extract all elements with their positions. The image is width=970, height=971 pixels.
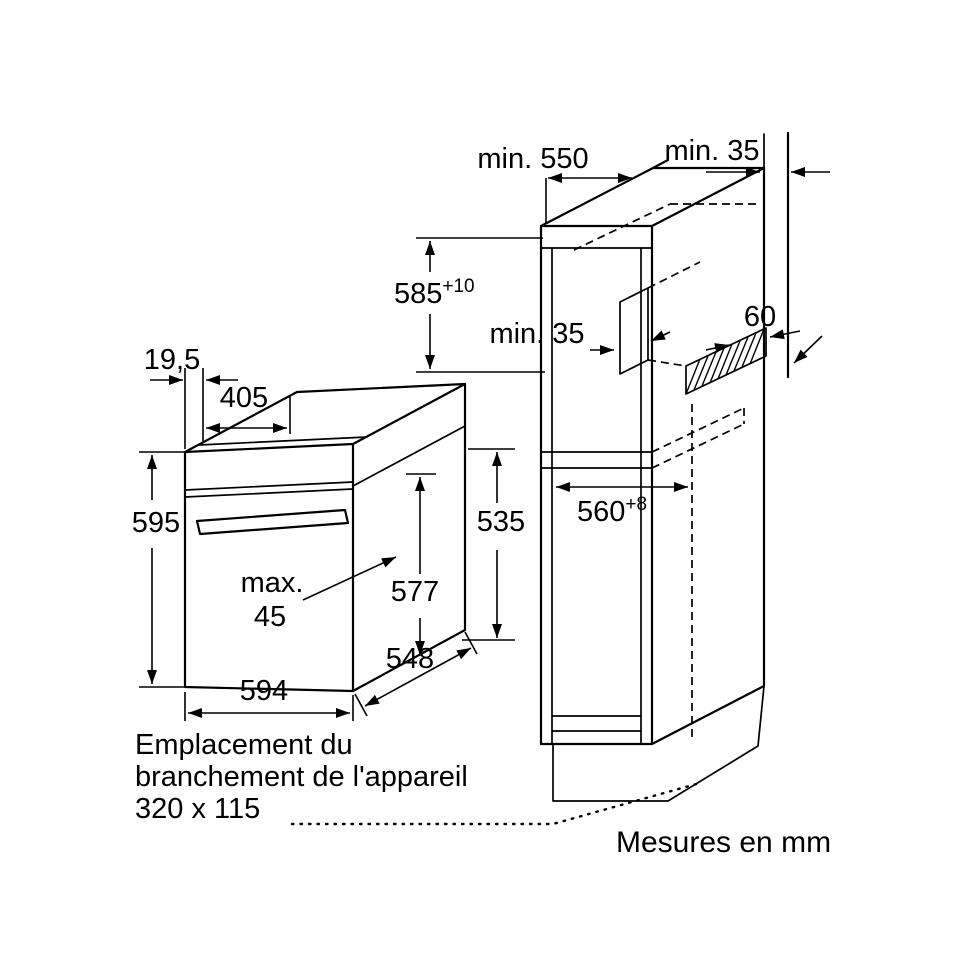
connection-note: Emplacement du branchement de l'appareil… bbox=[135, 729, 702, 826]
wall-pointer-arrow bbox=[793, 335, 823, 364]
cabinet-drawing bbox=[539, 131, 790, 802]
connection-note-line3: 320 x 115 bbox=[135, 793, 260, 825]
dim-label-45: 45 bbox=[254, 601, 286, 633]
dim-label-19-5: 19,5 bbox=[144, 344, 200, 376]
dim-label-60: 60 bbox=[744, 301, 776, 333]
oven-handle bbox=[195, 508, 350, 536]
dimension-body-height-577: 577 bbox=[391, 473, 439, 655]
dim-label-min550: min. 550 bbox=[477, 143, 588, 175]
vent-hatch-strip bbox=[685, 327, 767, 395]
dim-label-548: 548 bbox=[386, 643, 434, 675]
dimension-wall-gap-min35: min. 35 bbox=[664, 135, 830, 177]
connection-note-line1: Emplacement du bbox=[135, 729, 353, 761]
dimension-vent-60: 60 bbox=[705, 301, 801, 353]
dim-label-max: max. bbox=[241, 567, 304, 599]
dim-label-535: 535 bbox=[477, 506, 525, 538]
dimension-niche-height-585: 585+10 bbox=[394, 237, 545, 373]
connection-leader-line bbox=[290, 781, 702, 826]
dimension-depth-548: 548 bbox=[354, 631, 478, 717]
dimension-door-offset-195: 19,5 bbox=[144, 344, 238, 449]
dim-label-594: 594 bbox=[240, 675, 288, 707]
dimension-handle-max45: max. 45 bbox=[241, 556, 397, 633]
dimension-top-depth-405: 405 bbox=[206, 382, 291, 434]
dim-label-405: 405 bbox=[220, 382, 268, 414]
oven-drawing bbox=[183, 382, 467, 693]
dim-label-back-gap: min. 35 bbox=[489, 318, 584, 350]
dim-label-585: 585+10 bbox=[394, 276, 475, 310]
dimension-width-594: 594 bbox=[184, 675, 354, 721]
dimension-min550: min. 550 bbox=[477, 143, 632, 224]
dimension-rear-height-535: 535 bbox=[462, 448, 525, 641]
dimension-back-gap-min35: min. 35 bbox=[489, 318, 671, 355]
dimension-niche-depth-560: 560+8 bbox=[556, 482, 688, 528]
dim-label-wall-gap: min. 35 bbox=[664, 135, 759, 167]
dim-label-560: 560+8 bbox=[577, 494, 647, 528]
dimension-height-595: 595 bbox=[132, 451, 184, 688]
dim-label-577: 577 bbox=[391, 576, 439, 608]
units-note: Mesures en mm bbox=[616, 826, 831, 859]
connection-note-line2: branchement de l'appareil bbox=[135, 761, 468, 793]
dim-label-595: 595 bbox=[132, 507, 180, 539]
